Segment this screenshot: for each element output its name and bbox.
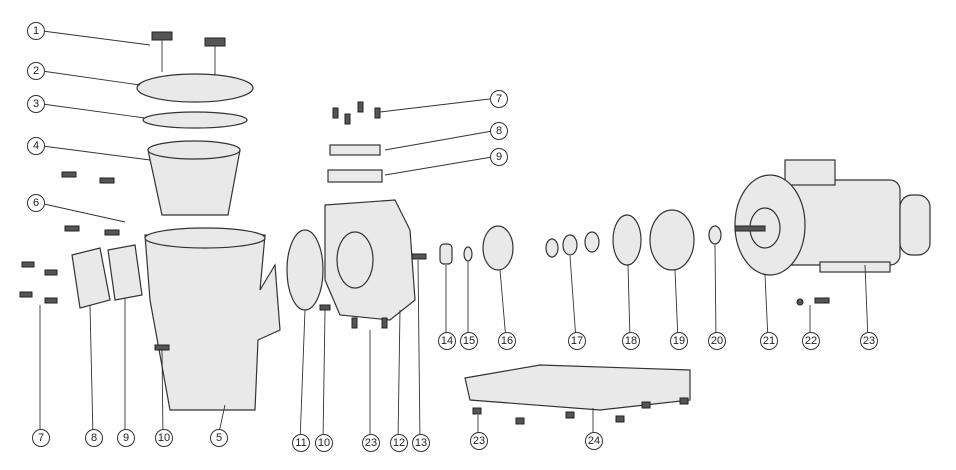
leader-line-8 (384, 129, 499, 151)
leader-line-2 (34, 69, 141, 86)
callout-14: 14 (438, 332, 456, 350)
slinger (708, 225, 722, 245)
leader-line-1 (34, 29, 151, 46)
leader-line-10 (322, 309, 326, 443)
callout-23: 23 (362, 434, 380, 452)
callout-8: 8 (85, 429, 103, 447)
callout-10: 10 (315, 434, 333, 452)
callout-19: 19 (670, 332, 688, 350)
leader-line-19 (674, 269, 679, 341)
callout-8: 8 (490, 122, 508, 140)
leader-line-7 (379, 97, 499, 113)
leader-line-20 (714, 244, 717, 341)
leader-line-16 (499, 269, 507, 341)
inlet-gasket (107, 244, 143, 301)
outlet-gasket (327, 169, 383, 183)
outlet-flange (329, 144, 381, 156)
callout-18: 18 (622, 332, 640, 350)
callout-3: 3 (27, 95, 45, 113)
bolts-top (319, 101, 427, 329)
callout-12: 12 (390, 434, 408, 452)
callout-23: 23 (860, 332, 878, 350)
leader-lines (34, 29, 869, 443)
callout-22: 22 (802, 332, 820, 350)
callout-21: 21 (760, 332, 778, 350)
motor (734, 159, 931, 276)
washer-15 (463, 246, 473, 262)
leader-line-11 (299, 309, 306, 443)
leader-line-18 (627, 264, 631, 341)
callout-24: 24 (585, 432, 603, 450)
impeller (482, 225, 514, 271)
callout-23: 23 (470, 432, 488, 450)
leader-line-13 (417, 259, 421, 443)
leader-line-10 (161, 349, 164, 438)
leader-line-17 (569, 255, 577, 341)
bolts-motor (796, 297, 830, 306)
leader-line-3 (34, 102, 146, 119)
callout-15: 15 (460, 332, 478, 350)
callout-16: 16 (498, 332, 516, 350)
strainer-basket (147, 149, 241, 216)
base-plate (464, 364, 691, 411)
strainer-housing (144, 234, 281, 411)
inlet-flange (71, 247, 111, 309)
callout-17: 17 (568, 332, 586, 350)
leader-line-8 (89, 304, 94, 438)
callout-6: 6 (27, 194, 45, 212)
lid (136, 73, 254, 103)
callout-9: 9 (117, 429, 135, 447)
seal-o-ring (612, 214, 642, 266)
callout-1: 1 (27, 22, 45, 40)
callout-7: 7 (490, 90, 508, 108)
callout-11: 11 (292, 434, 310, 452)
volute-gasket (286, 229, 324, 311)
callout-20: 20 (708, 332, 726, 350)
seal-plate (649, 209, 695, 271)
callout-9: 9 (490, 148, 508, 166)
callout-2: 2 (27, 62, 45, 80)
wear-ring (439, 243, 453, 265)
leader-line-21 (764, 274, 769, 341)
bolts-left (19, 171, 170, 351)
bolts-base (472, 397, 689, 425)
mechanical-seal (545, 231, 600, 258)
leader-line-4 (34, 144, 151, 161)
callout-10: 10 (155, 429, 173, 447)
leader-line-9 (384, 155, 499, 176)
callout-7: 7 (32, 429, 50, 447)
lid-knobs (151, 31, 226, 78)
callout-13: 13 (412, 434, 430, 452)
leader-line-12 (397, 309, 401, 443)
lid-o-ring (142, 111, 248, 129)
leader-line-6 (34, 201, 126, 223)
leader-line-23 (864, 264, 869, 341)
callout-4: 4 (27, 137, 45, 155)
callout-5: 5 (210, 429, 228, 447)
